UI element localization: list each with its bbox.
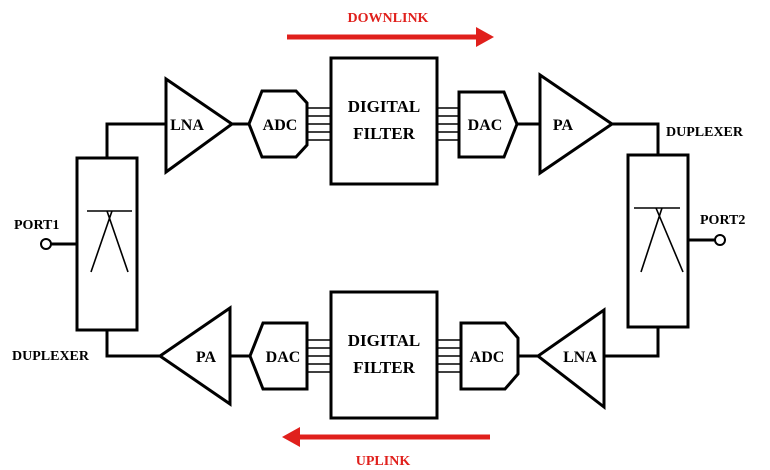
bottom-adc-bus bbox=[437, 339, 461, 373]
bottom-lna-block bbox=[535, 307, 606, 411]
top-adc-label: ADC bbox=[263, 117, 298, 134]
port1-label: PORT1 bbox=[14, 218, 59, 233]
downlink-label: DOWNLINK bbox=[348, 11, 429, 26]
bottom-dac-bus bbox=[307, 339, 331, 373]
top-filter-label-line2: FILTER bbox=[353, 124, 415, 143]
right-duplexer-label: DUPLEXER bbox=[666, 125, 744, 140]
top-digital-filter-block bbox=[329, 56, 439, 186]
top-dac-block bbox=[457, 90, 519, 159]
left-duplexer-label: DUPLEXER bbox=[12, 349, 90, 364]
bottom-adc-label: ADC bbox=[470, 349, 505, 366]
top-lna-label: LNA bbox=[170, 117, 204, 134]
uplink-label: UPLINK bbox=[356, 454, 411, 469]
right-duplexer bbox=[626, 153, 690, 329]
bottom-filter-label-line2: FILTER bbox=[353, 358, 415, 377]
bottom-dac-block bbox=[248, 321, 309, 391]
bottom-adc-block bbox=[459, 321, 520, 391]
bottom-pa-label: PA bbox=[196, 349, 217, 366]
left-duplexer bbox=[75, 156, 139, 332]
port1-terminal bbox=[40, 238, 52, 250]
top-dac-bus bbox=[437, 107, 459, 141]
bottom-lna-label: LNA bbox=[563, 349, 597, 366]
top-pa-label: PA bbox=[553, 117, 574, 134]
top-adc-bus bbox=[307, 107, 331, 141]
top-adc-block bbox=[247, 89, 309, 159]
bottom-pa-block bbox=[157, 305, 232, 407]
top-dac-label: DAC bbox=[468, 117, 503, 134]
bottom-filter-label-line1: DIGITAL bbox=[348, 331, 420, 350]
bottom-dac-label: DAC bbox=[266, 349, 301, 366]
port2-label: PORT2 bbox=[700, 213, 745, 228]
top-filter-label-line1: DIGITAL bbox=[348, 97, 420, 116]
downlink-arrow bbox=[287, 27, 494, 47]
bottom-digital-filter-block bbox=[329, 290, 439, 420]
uplink-arrow bbox=[282, 427, 490, 447]
port2-terminal bbox=[714, 234, 726, 246]
top-pa-block bbox=[538, 72, 615, 176]
top-lna-block bbox=[164, 76, 235, 175]
left-duplexer-filter-symbol bbox=[87, 210, 132, 273]
right-duplexer-filter-symbol bbox=[634, 207, 684, 273]
